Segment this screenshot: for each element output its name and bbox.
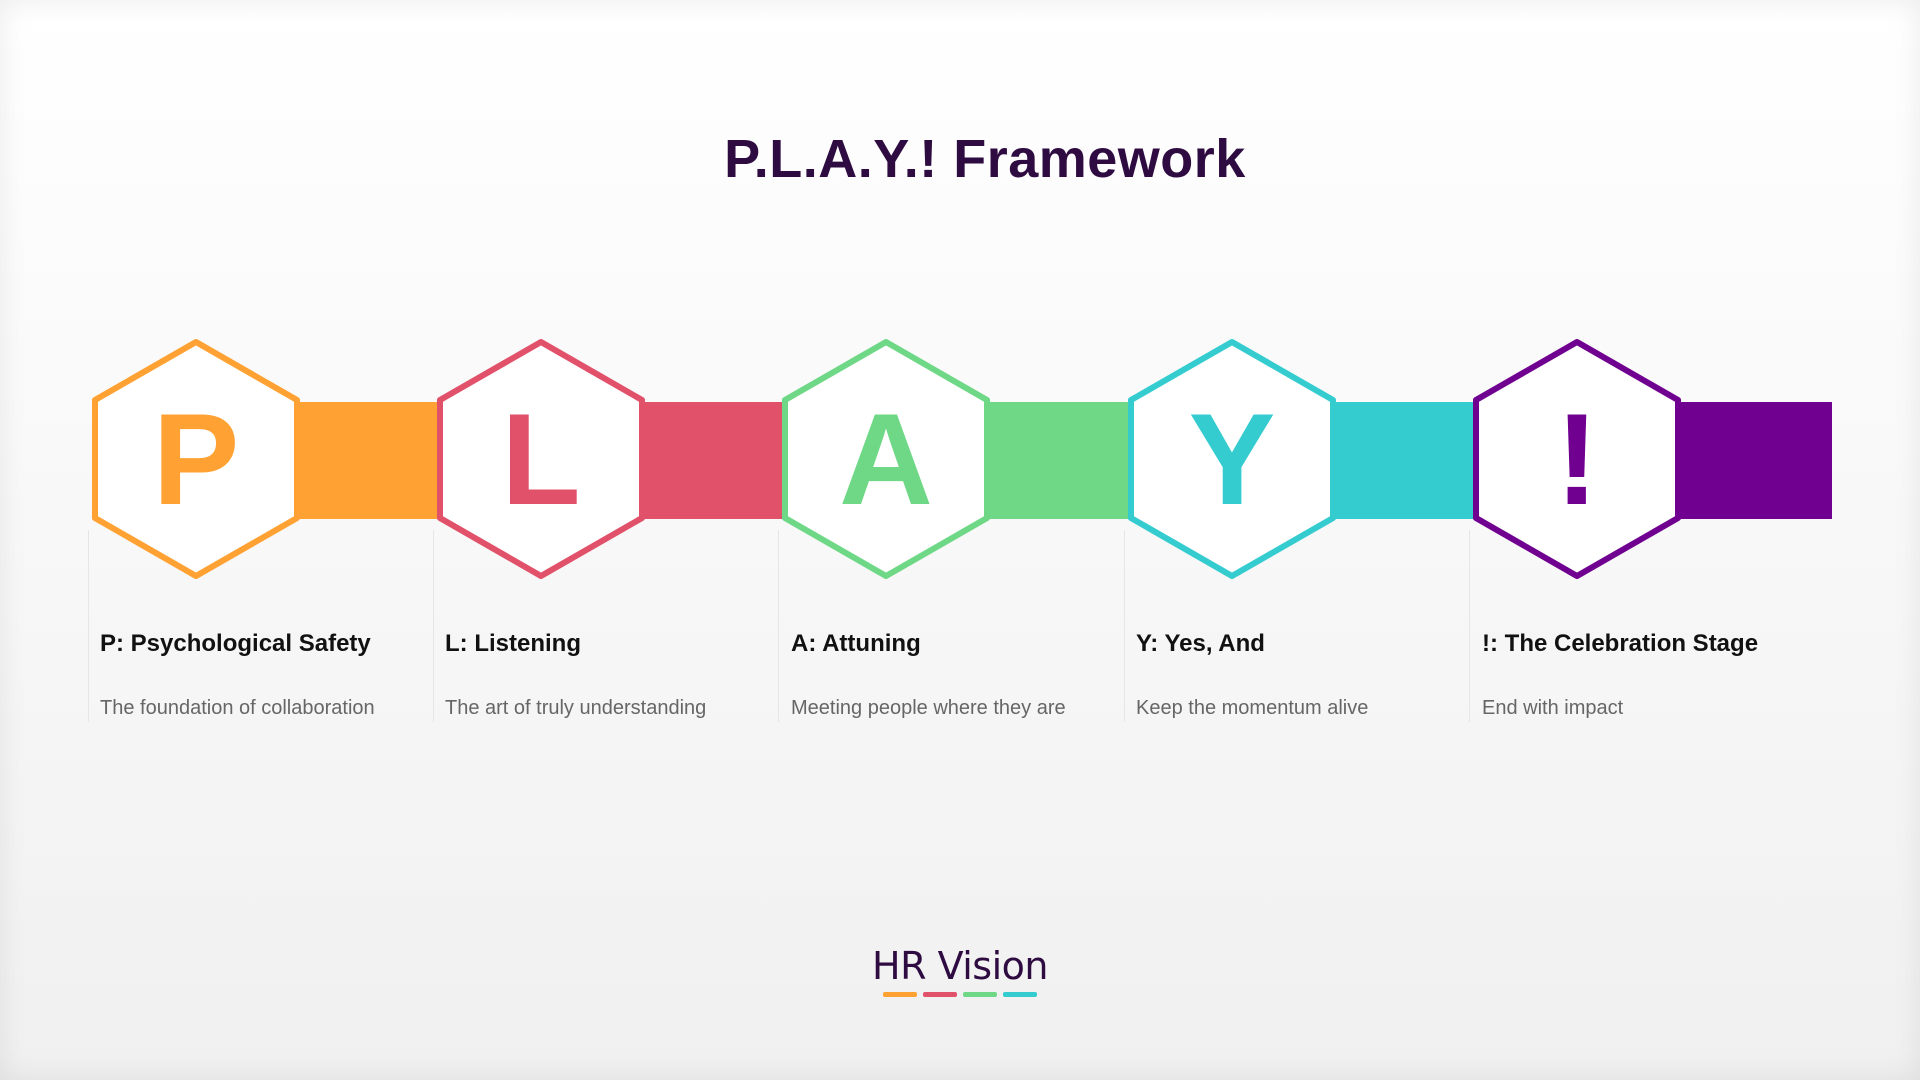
logo-underline-segment	[923, 992, 957, 997]
hexagon-letter: !	[1555, 386, 1599, 532]
step-heading: !: The Celebration Stage	[1482, 630, 1759, 657]
step-heading: A: Attuning	[791, 630, 921, 657]
step-heading: Y: Yes, And	[1136, 630, 1265, 657]
logo-underline-segment	[1003, 992, 1037, 997]
hr-vision-logo: HR Vision	[860, 944, 1060, 997]
logo-underline-segment	[963, 992, 997, 997]
step-description: End with impact	[1482, 697, 1624, 719]
band-a	[975, 402, 1150, 519]
step-heading: L: Listening	[445, 630, 581, 657]
hexagon-l-icon: L	[433, 336, 649, 582]
band-y	[1320, 402, 1495, 519]
hexagon-y-icon: Y	[1124, 336, 1340, 582]
column-divider	[1469, 530, 1470, 722]
step-description: Keep the momentum alive	[1136, 697, 1369, 719]
step-description: Meeting people where they are	[791, 697, 1066, 719]
hexagon-letter: L	[501, 386, 581, 532]
step-heading: P: Psychological Safety	[100, 630, 371, 657]
page-title: P.L.A.Y.! Framework	[724, 129, 1246, 189]
hexagon-letter: P	[152, 386, 240, 532]
column-divider	[778, 530, 779, 722]
band-exclamation	[1665, 402, 1832, 519]
column-divider	[433, 530, 434, 722]
hexagon-letter: A	[839, 386, 933, 532]
column-divider	[1124, 530, 1125, 722]
band-l	[630, 402, 805, 519]
hexagon-exclamation-icon: !	[1469, 336, 1685, 582]
band-p	[285, 402, 460, 519]
step-description: The art of truly understanding	[445, 697, 707, 719]
logo-underline-segment	[883, 992, 917, 997]
hexagon-a-icon: A	[778, 336, 994, 582]
column-divider	[88, 530, 89, 722]
logo-underline	[860, 992, 1060, 997]
logo-text: HR Vision	[872, 944, 1048, 988]
hexagon-p-icon: P	[88, 336, 304, 582]
hexagon-letter: Y	[1188, 386, 1276, 532]
step-description: The foundation of collaboration	[100, 697, 375, 719]
